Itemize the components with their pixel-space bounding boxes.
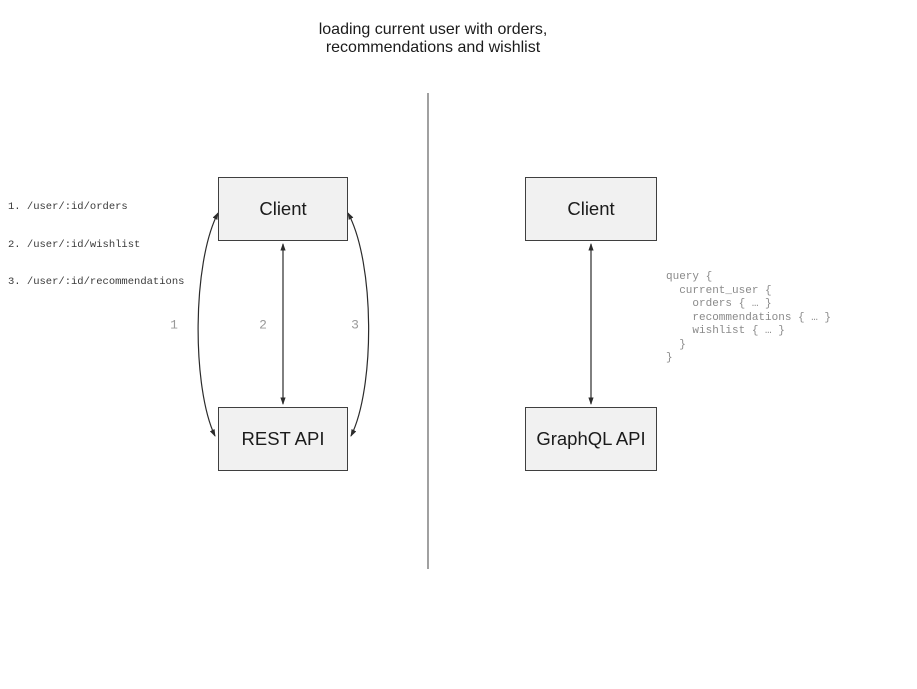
rest-endpoint-recommendations: 3. /user/:id/recommendations	[8, 276, 185, 288]
graphql-api-label: GraphQL API	[536, 428, 646, 449]
rest-endpoint-orders: 1. /user/:id/orders	[8, 201, 128, 213]
diagram-title: loading current user with orders, recomm…	[319, 21, 548, 57]
rest-arrow-label-3: 3	[351, 317, 359, 333]
rest-api-box: REST API	[218, 407, 348, 471]
rest-arrow-label-1: 1	[170, 317, 178, 333]
rest-endpoint-wishlist: 2. /user/:id/wishlist	[8, 238, 141, 251]
graphql-client-label: Client	[567, 198, 615, 219]
rest-endpoints-list: 1. /user/:id/orders 2. /user/:id/wishlis…	[8, 176, 184, 314]
diagram-title-line2: recommendations and wishlist	[325, 39, 541, 56]
graphql-client-box: Client	[525, 177, 657, 241]
rest-api-label: REST API	[241, 428, 325, 449]
graphql-query-snippet: query { current_user { orders { … } reco…	[666, 271, 832, 364]
rest-client-box: Client	[218, 177, 348, 241]
graphql-api-box: GraphQL API	[525, 407, 657, 471]
rest-arrow-label-2: 2	[259, 317, 267, 333]
rest-client-label: Client	[259, 198, 307, 219]
diagram-title-line1: loading current user with orders,	[318, 21, 548, 38]
rest-arrow-3-curve	[347, 212, 370, 437]
rest-arrow-1-curve	[197, 212, 219, 437]
